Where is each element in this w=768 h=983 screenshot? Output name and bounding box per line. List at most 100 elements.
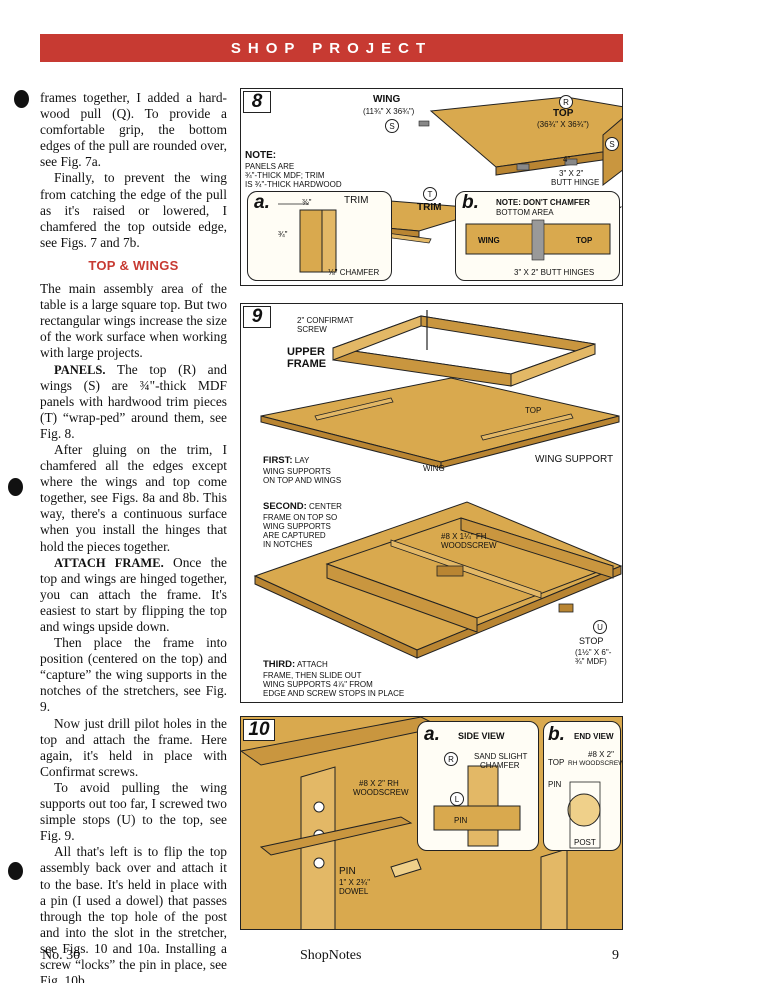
top-label: TOP — [576, 236, 593, 245]
trim-label: TRIM — [344, 195, 369, 206]
screw-label: WOODSCREW — [353, 788, 409, 797]
step-text: ON TOP AND WINGS — [263, 476, 342, 485]
binder-hole — [8, 478, 23, 496]
article-paragraph: ATTACH FRAME. Once the top and wings are… — [40, 555, 227, 635]
note-line: ¾"-THICK MDF; TRIM — [245, 171, 325, 180]
step-text: CENTER — [309, 502, 342, 511]
screw-label: #8 x 2" — [588, 750, 614, 759]
step-text: WING SUPPORTS — [263, 467, 331, 476]
detail-8b-drawing — [465, 219, 611, 261]
screw-label: SCREW — [297, 325, 327, 334]
step-text: ATTACH — [296, 660, 328, 669]
note-title: NOTE: — [245, 150, 277, 161]
part-ref-t: T — [423, 187, 437, 201]
article-paragraph: PANELS. The top (R) and wings (S) are ¾"… — [40, 362, 227, 442]
hinge-label: BUTT HINGE — [551, 178, 600, 187]
chamfer-width: ⅜" — [302, 198, 312, 207]
detail-10a-drawing — [433, 765, 521, 847]
article-paragraph: The main assembly area of the table is a… — [40, 281, 227, 361]
figure-9: 9 2" CONFIRMAT SCREW UPPER FRAME TOP WIN… — [240, 303, 623, 703]
step-text: IN NOTCHES — [263, 540, 313, 549]
note-line: NOTE: DON'T CHAMFER — [496, 198, 590, 207]
binder-hole — [8, 862, 23, 880]
article-column: frames together, I added a hard-wood pul… — [40, 90, 227, 983]
figure-number: 9 — [243, 306, 271, 328]
upper-frame-label: FRAME — [287, 358, 327, 370]
article-paragraph: Now just drill pilot holes in the top an… — [40, 715, 227, 779]
woodscrew-label: #8 x 1¼" Fh — [441, 532, 487, 541]
figure-9-drawing — [253, 310, 622, 659]
part-ref-u: U — [593, 620, 607, 634]
paragraph-body: The top (R) and wings (S) are ¾"-thick M… — [40, 361, 227, 441]
figure-8: 8 WING (11¾" x 36¾") S R TOP (36¾" x 36¾… — [240, 88, 623, 286]
step-name: SECOND: — [263, 501, 307, 512]
step-name: THIRD: — [263, 659, 296, 670]
step-text: FRAME ON TOP SO — [263, 513, 338, 522]
pin-dimension: DOWEL — [339, 887, 369, 896]
step-text: WING SUPPORTS — [263, 522, 331, 531]
detail-letter: a. — [254, 192, 270, 213]
detail-8b: b. NOTE: DON'T CHAMFER BOTTOM AREA WING … — [455, 191, 620, 281]
step-name: FIRST: — [263, 455, 293, 466]
binder-hole — [14, 90, 29, 108]
figure-10: 10 #8 x 2" Rh WOODSCREW PIN 1" x 2¾" DOW… — [240, 716, 623, 930]
detail-10b-drawing — [567, 781, 601, 849]
part-ref-l: L — [450, 792, 464, 806]
screw-label: 2" CONFIRMAT — [297, 316, 354, 325]
detail-10b: b. END VIEW TOP #8 x 2" Rh WOODSCREW PIN… — [543, 721, 623, 851]
pin-label: PIN — [454, 816, 468, 825]
wing-label: WING — [423, 464, 445, 473]
issue-number: No. 30 — [42, 948, 81, 963]
top-label: TOP — [548, 758, 565, 767]
article-paragraph: All that's left is to flip the top assem… — [40, 844, 227, 983]
screw-label: Rh WOODSCREW — [568, 760, 623, 767]
woodscrew-label: WOODSCREW — [441, 541, 497, 550]
step-text: EDGE AND SCREW STOPS IN PLACE — [263, 689, 405, 698]
step-title: THIRD: ATTACH — [263, 659, 328, 670]
stop-dimension: ¾" MDF) — [575, 657, 607, 666]
detail-title: END VIEW — [574, 732, 614, 741]
upper-frame-label: UPPER — [287, 346, 325, 358]
sand-label: CHAMFER — [480, 761, 520, 770]
detail-letter: b. — [462, 192, 479, 213]
thickness-label: ¾" — [278, 230, 288, 239]
article-paragraph: Then place the frame into position (cent… — [40, 635, 227, 715]
part-ref-s: S — [605, 137, 619, 151]
part-ref-r: R — [559, 95, 573, 109]
section-banner: SHOP PROJECT — [40, 34, 623, 62]
run-in-heading: PANELS. — [54, 362, 106, 377]
paragraph-body: Once the top and wings are hinged togeth… — [40, 554, 227, 634]
step-text: WING SUPPORTS 4⅞" FROM — [263, 680, 373, 689]
detail-letter: a. — [424, 724, 440, 745]
step-title: SECOND: CENTER — [263, 501, 342, 512]
pin-label: PIN — [548, 780, 562, 789]
sand-label: SAND SLIGHT — [474, 752, 528, 761]
hinge-size: 3" x 2" — [559, 169, 584, 178]
article-paragraph: Finally, to prevent the wing from catchi… — [40, 170, 227, 250]
step-text: LAY — [294, 456, 310, 465]
figure-number: 10 — [243, 719, 275, 741]
detail-10a: a. SIDE VIEW R SAND SLIGHT CHAMFER L PIN — [417, 721, 539, 851]
wing-support-label: WING SUPPORT — [535, 454, 614, 465]
step-text: FRAME, THEN SLIDE OUT — [263, 671, 362, 680]
note-line: BOTTOM AREA — [496, 208, 554, 217]
figure-number: 8 — [243, 91, 271, 113]
wing-label: WING — [478, 236, 500, 245]
stop-dimension: (1½" x 6"- — [575, 648, 612, 657]
part-ref-r: R — [444, 752, 458, 766]
post-label: POST — [574, 838, 596, 847]
stop-label: STOP — [579, 636, 604, 646]
top-dimension: (36¾" x 36¾") — [537, 120, 589, 129]
hinge-spacing: 4" — [563, 155, 571, 164]
section-heading: TOP & WINGS — [88, 257, 179, 273]
wing-dimension: (11¾" x 36¾") — [363, 107, 415, 116]
detail-8a-drawing — [278, 203, 337, 273]
pin-label: PIN — [339, 866, 356, 877]
trim-label: TRIM — [417, 202, 442, 213]
chamfer-label: ⅛" CHAMFER — [328, 268, 380, 277]
screw-label: #8 x 2" Rh — [359, 779, 399, 788]
page-number: 9 — [612, 948, 619, 963]
top-label: TOP — [525, 406, 542, 415]
hinges-label: 3" x 2" BUTT HINGES — [514, 268, 595, 277]
magazine-name: ShopNotes — [300, 948, 362, 963]
